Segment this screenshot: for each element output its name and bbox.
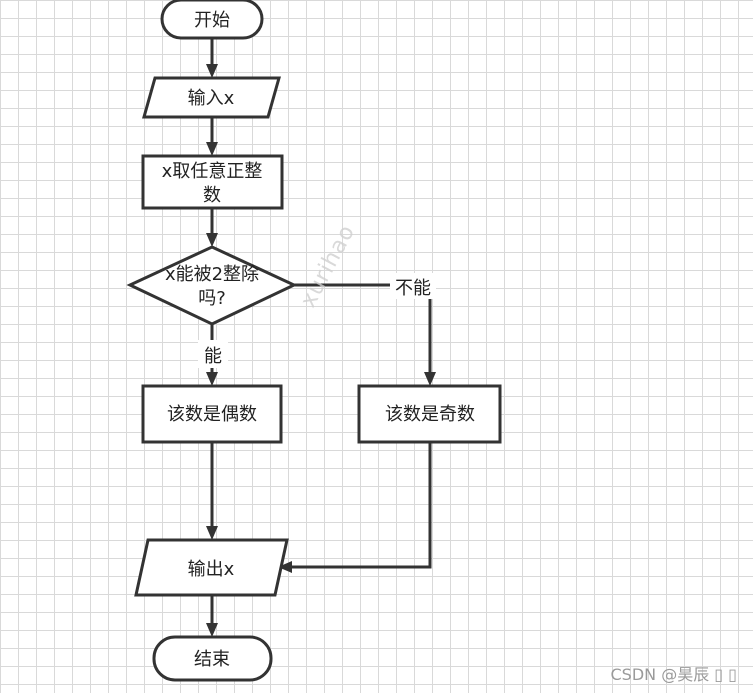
edge-no-label: 不能 [395, 278, 431, 299]
edge-input-take [206, 117, 218, 156]
csdn-credit: CSDN @昊辰 ▯ ▯ [610, 665, 738, 684]
edge-yes-label: 能 [204, 346, 222, 367]
decision-node[interactable]: x能被2整除 吗? [126, 245, 298, 326]
decision-label-line2: 吗? [198, 288, 226, 309]
end-label: 结束 [194, 649, 230, 670]
take-label-line2: 数 [203, 185, 221, 206]
input-label: 输入x [188, 88, 235, 109]
even-node[interactable]: 该数是偶数 [141, 384, 283, 444]
output-node[interactable]: 输出x [134, 538, 289, 597]
yes-label-bg [198, 340, 228, 368]
no-label-bg [390, 273, 436, 299]
end-node[interactable]: 结束 [152, 635, 273, 682]
edge-start-input [206, 38, 218, 78]
even-label: 该数是偶数 [167, 404, 257, 425]
odd-node[interactable]: 该数是奇数 [357, 384, 502, 444]
edge-output-end [206, 595, 218, 637]
odd-label: 该数是奇数 [385, 404, 475, 425]
take-node[interactable]: x取任意正整 数 [141, 154, 284, 210]
decision-label-line1: x能被2整除 [165, 264, 259, 285]
output-label: 输出x [188, 559, 235, 580]
input-node[interactable]: 输入x [142, 76, 281, 119]
edge-odd-output [278, 442, 432, 573]
start-node[interactable]: 开始 [160, 0, 264, 40]
start-label: 开始 [194, 10, 230, 31]
edge-even-output [206, 442, 218, 540]
edge-take-decision [206, 208, 218, 247]
take-label-line1: x取任意正整 [162, 161, 263, 182]
